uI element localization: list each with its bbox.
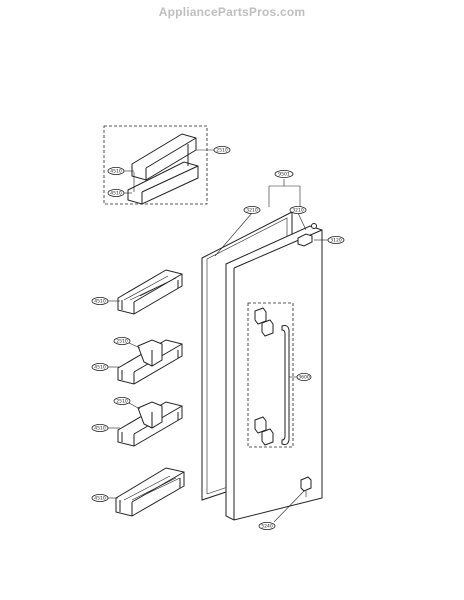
callout-6-label: 3210	[292, 208, 304, 214]
callout-3: 4510	[107, 188, 125, 197]
callout-5-label: 3210	[246, 208, 258, 214]
door-bin-assembly-box	[103, 125, 208, 205]
callout-10: 4510	[91, 362, 109, 371]
door-bin-3	[117, 401, 183, 447]
callout-2: 4510	[107, 166, 125, 175]
callout-9-label: 2510	[116, 339, 128, 345]
callout-6: 3210	[289, 205, 307, 214]
callout-15: 5240	[258, 522, 276, 531]
top-door-bin	[127, 133, 199, 205]
handle-box	[247, 302, 294, 448]
callout-8: 4510	[91, 296, 109, 305]
callout-12: 4510	[91, 423, 109, 432]
door-handle	[254, 307, 290, 446]
door-bin-4	[115, 467, 185, 517]
callout-10-label: 4510	[94, 365, 106, 371]
callout-9: 2510	[113, 336, 131, 345]
bottom-hinge-part	[273, 476, 312, 523]
callout-12-label: 4510	[94, 426, 106, 432]
door-panel	[225, 223, 323, 521]
callout-8-label: 4510	[94, 299, 106, 305]
callout-2-label: 4510	[110, 169, 122, 175]
callout-15-label: 5240	[261, 524, 273, 530]
callout-14: 3600	[296, 372, 312, 381]
callout-11: 2510	[113, 396, 131, 405]
callout-3-label: 4510	[110, 191, 122, 197]
callout-5: 3210	[243, 205, 261, 214]
callout-11-label: 2510	[116, 399, 128, 405]
callout-4: 9501	[274, 169, 294, 178]
callout-1-label: 2510	[216, 148, 228, 154]
door-bin-2	[117, 339, 183, 385]
callout-4-label: 9501	[278, 172, 290, 178]
callout-14-label: 3600	[298, 375, 310, 381]
callout-13: 4510	[91, 493, 109, 502]
callout-13-label: 4510	[94, 496, 106, 502]
watermark: AppliancePartsPros.com	[158, 5, 306, 19]
callout-1: 2510	[213, 145, 231, 154]
door-bin-1	[117, 269, 183, 315]
callout-7: 3120	[327, 235, 345, 244]
callout-7-label: 3120	[330, 238, 342, 244]
